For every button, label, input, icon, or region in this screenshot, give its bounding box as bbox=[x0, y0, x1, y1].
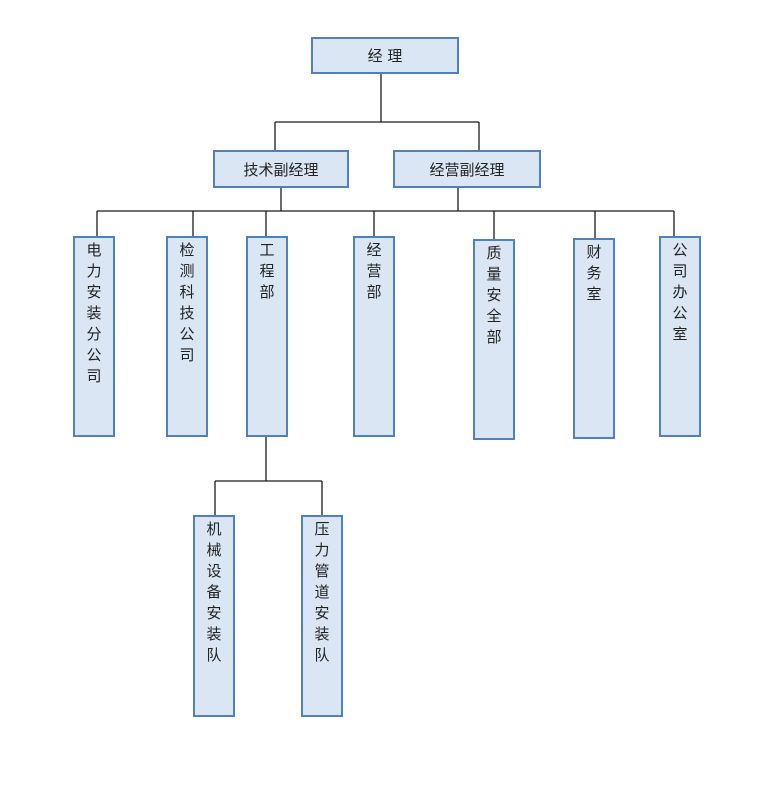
box-label: 压力管道安装队 bbox=[314, 520, 330, 664]
dept-finance: 财务室 bbox=[573, 238, 615, 439]
dept-business: 经营部 bbox=[353, 236, 395, 437]
dept-power-installation: 电力安装分公司 bbox=[73, 236, 115, 437]
business-deputy-box: 经营副经理 bbox=[393, 150, 541, 188]
box-label: 质量安全部 bbox=[486, 244, 502, 346]
box-label: 公司办公室 bbox=[672, 241, 688, 343]
dept-engineering: 工程部 bbox=[246, 236, 288, 437]
dept-quality-safety: 质量安全部 bbox=[473, 239, 515, 440]
dept-testing-tech: 检测科技公司 bbox=[166, 236, 208, 437]
dept-office: 公司办公室 bbox=[659, 236, 701, 437]
box-label: 电力安装分公司 bbox=[86, 241, 102, 385]
manager-box: 经 理 bbox=[311, 37, 459, 74]
box-label: 财务室 bbox=[586, 243, 602, 303]
technical-deputy-box: 技术副经理 bbox=[213, 150, 349, 188]
box-label: 机械设备安装队 bbox=[206, 520, 222, 664]
team-mechanical-installation: 机械设备安装队 bbox=[193, 515, 235, 717]
box-label: 工程部 bbox=[259, 241, 275, 301]
box-label: 检测科技公司 bbox=[179, 241, 195, 364]
box-label: 经营部 bbox=[366, 241, 382, 301]
team-pressure-pipe-installation: 压力管道安装队 bbox=[301, 515, 343, 717]
